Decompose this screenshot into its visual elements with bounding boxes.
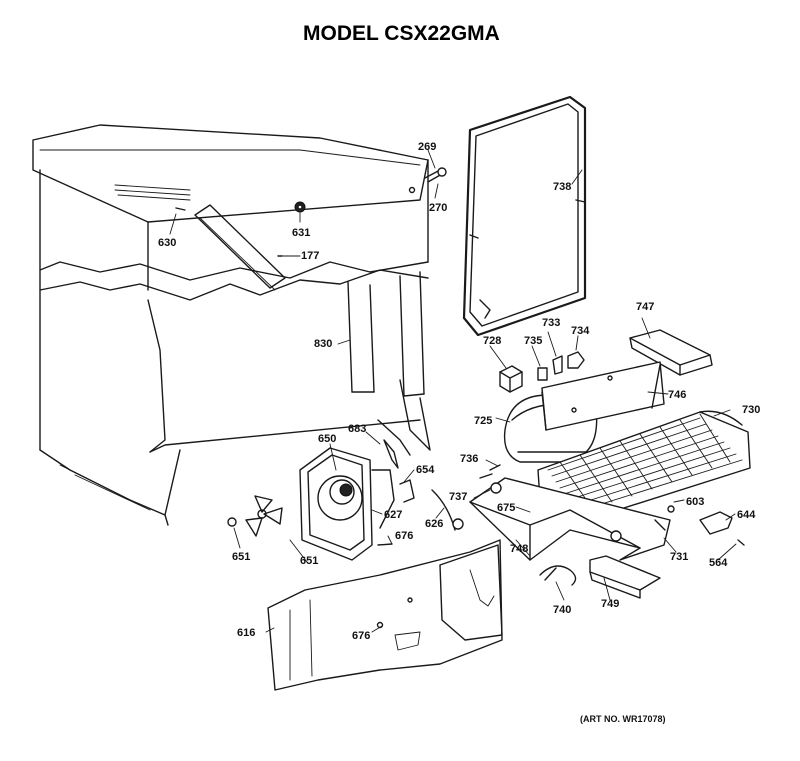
label-654: 654 (416, 464, 435, 476)
label-738: 738 (553, 181, 571, 193)
label-675: 675 (497, 502, 515, 514)
art-number: (ART NO. WR17078) (580, 714, 666, 724)
refrigerator-cabinet (32, 124, 447, 526)
back-cover-616 (267, 539, 503, 691)
label-728: 728 (483, 335, 501, 347)
leader-lines (169, 149, 737, 633)
label-603: 603 (686, 496, 704, 508)
label-740: 740 (553, 604, 571, 616)
label-737: 737 (449, 491, 467, 503)
label-651b: 651 (300, 555, 318, 567)
fan-shroud-650 (299, 447, 395, 561)
label-730: 730 (742, 404, 760, 416)
label-650: 650 (318, 433, 336, 445)
label-651a: 651 (232, 551, 250, 563)
label-747: 747 (636, 301, 654, 313)
label-734: 734 (571, 325, 590, 337)
small-parts-644-603 (654, 505, 745, 546)
label-177: 177 (301, 250, 319, 262)
diagram-title: MODEL CSX22GMA (303, 22, 500, 45)
label-736: 736 (460, 453, 478, 465)
label-731: 731 (670, 551, 688, 563)
label-269: 269 (418, 141, 436, 153)
label-631: 631 (292, 227, 310, 239)
compressor-725 (503, 361, 665, 463)
label-725: 725 (474, 415, 492, 427)
label-733: 733 (542, 317, 560, 329)
label-830: 830 (314, 338, 332, 350)
label-564: 564 (709, 557, 728, 569)
part-labels: 269 270 738 631 630 177 830 747 728 735 … (158, 141, 760, 642)
label-748: 748 (510, 543, 528, 555)
relay-parts (499, 351, 585, 393)
label-270: 270 (429, 202, 447, 214)
small-parts-740-749 (539, 555, 661, 599)
wiring-parts (377, 439, 464, 546)
label-683: 683 (348, 423, 366, 435)
label-676b: 676 (352, 630, 370, 642)
label-746: 746 (668, 389, 686, 401)
label-735: 735 (524, 335, 542, 347)
label-749: 749 (601, 598, 619, 610)
label-630: 630 (158, 237, 176, 249)
drain-pan-747 (629, 329, 713, 376)
fan-blade-651 (227, 495, 283, 537)
gasket-frame-738 (462, 95, 587, 337)
base-frame (469, 464, 671, 561)
label-644: 644 (737, 509, 756, 521)
label-626: 626 (425, 518, 443, 530)
label-676a: 676 (395, 530, 413, 542)
label-616: 616 (237, 627, 255, 639)
label-627: 627 (384, 509, 402, 521)
